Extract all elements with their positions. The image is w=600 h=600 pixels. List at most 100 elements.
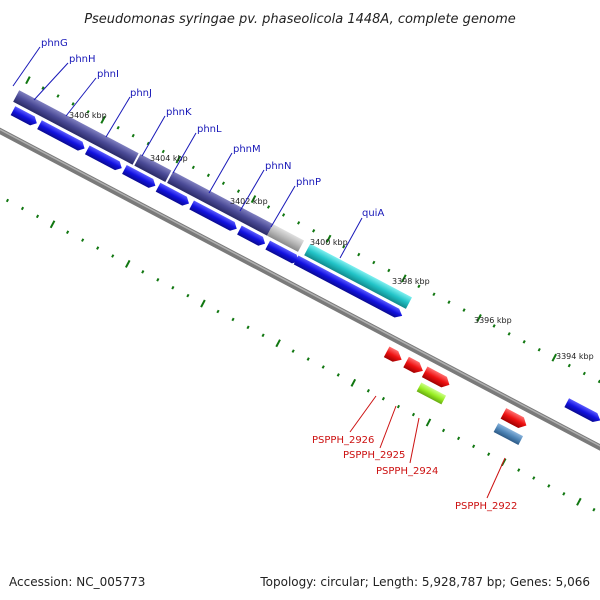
cds-arrow-9 bbox=[293, 255, 403, 318]
tick-mark bbox=[5, 198, 10, 203]
tick-mark bbox=[81, 238, 85, 242]
ruler-label-1: 3406 kbp bbox=[69, 111, 107, 120]
tick-mark bbox=[35, 214, 40, 219]
tick-mark bbox=[381, 396, 385, 401]
tick-mark bbox=[266, 205, 271, 209]
cds-arrow-4 bbox=[122, 165, 156, 188]
tick-mark bbox=[297, 221, 301, 225]
tick-mark bbox=[325, 234, 332, 243]
cds-arrow-1 bbox=[10, 106, 37, 126]
tick-mark bbox=[306, 357, 310, 361]
steel-feature bbox=[493, 423, 524, 446]
backbone-layer bbox=[0, 123, 600, 456]
phn-operon-band-3 bbox=[167, 171, 274, 236]
tick-mark bbox=[146, 141, 150, 146]
tick-mark bbox=[156, 277, 160, 282]
leader-phnG bbox=[12, 46, 41, 87]
ruler-labels: 3406 kbp 3404 kbp 3402 kbp 3400 kbp 3398… bbox=[69, 111, 594, 361]
tick-mark bbox=[532, 476, 536, 480]
gene-label-phnM: phnM bbox=[233, 144, 261, 155]
tick-mark bbox=[86, 110, 90, 114]
tick-mark bbox=[447, 300, 451, 304]
tick-mark bbox=[231, 317, 235, 322]
leader-phnH bbox=[33, 62, 69, 101]
gene-label-phnK: phnK bbox=[166, 107, 192, 118]
tick-mark bbox=[396, 404, 401, 409]
tick-mark bbox=[522, 340, 526, 344]
gene-label-quiA: quiA bbox=[362, 208, 384, 219]
tick-mark bbox=[25, 76, 31, 85]
tick-mark bbox=[387, 268, 391, 273]
tick-mark bbox=[582, 371, 586, 376]
tick-mark bbox=[131, 133, 135, 138]
tick-mark bbox=[291, 349, 295, 353]
tick-mark bbox=[411, 412, 416, 417]
ruler-label-6: 3396 kbp bbox=[474, 316, 512, 325]
cds-arrow-5 bbox=[155, 182, 189, 206]
gene-label-PSPPH_2924: PSPPH_2924 bbox=[376, 466, 438, 477]
tick-mark bbox=[49, 220, 56, 229]
gene-labels-blue: phnG phnH phnI phnJ phnK phnL phnM phnN … bbox=[12, 38, 384, 259]
leader-quiA bbox=[339, 217, 363, 259]
tick-mark bbox=[206, 173, 210, 178]
leader-phnK bbox=[141, 115, 166, 157]
tick-mark bbox=[425, 418, 432, 427]
accession-text: Accession: NC_005773 bbox=[9, 575, 145, 589]
tick-mark bbox=[547, 484, 551, 488]
tick-mark bbox=[597, 379, 600, 384]
lime-feature-PSPPH_2924 bbox=[416, 382, 447, 405]
cds-arrow-6 bbox=[189, 200, 237, 231]
leader-PSPPH_2925 bbox=[379, 405, 397, 449]
red-feature-PSPPH_2925 bbox=[403, 356, 423, 373]
tick-mark bbox=[321, 365, 325, 369]
tick-mark bbox=[537, 347, 541, 352]
tick-mark bbox=[432, 292, 436, 297]
tick-mark bbox=[275, 339, 281, 348]
feature-layer bbox=[10, 90, 600, 446]
red-feature-a bbox=[421, 366, 450, 388]
tick-mark bbox=[100, 115, 106, 124]
tick-mark bbox=[111, 254, 115, 258]
leader-PSPPH_2924 bbox=[409, 417, 420, 464]
gene-label-phnH: phnH bbox=[69, 54, 96, 65]
tick-mark bbox=[462, 308, 466, 312]
leader-phnP bbox=[270, 185, 296, 228]
tick-mark bbox=[312, 229, 316, 233]
tick-mark bbox=[261, 333, 265, 338]
tick-mark bbox=[41, 86, 45, 90]
tick-mark bbox=[56, 94, 60, 98]
tick-mark bbox=[517, 468, 521, 472]
gene-label-phnP: phnP bbox=[296, 177, 321, 188]
tick-mark bbox=[96, 246, 100, 250]
tick-mark bbox=[417, 284, 421, 289]
leader-phnL bbox=[172, 132, 197, 174]
gene-label-phnL: phnL bbox=[197, 124, 222, 135]
tick-mark bbox=[171, 285, 175, 290]
gene-label-phnJ: phnJ bbox=[130, 88, 152, 99]
tick-mark bbox=[476, 314, 482, 323]
phn-operon-band-1 bbox=[13, 90, 139, 165]
tick-mark bbox=[250, 195, 257, 204]
summary-text: Topology: circular; Length: 5,928,787 bp… bbox=[259, 575, 590, 589]
tick-mark bbox=[492, 324, 496, 328]
leader-PSPPH_2922 bbox=[486, 457, 506, 499]
gene-label-phnI: phnI bbox=[97, 69, 119, 80]
tick-mark bbox=[592, 507, 596, 512]
tick-mark bbox=[357, 252, 361, 257]
backbone bbox=[0, 123, 600, 456]
tick-mark bbox=[567, 363, 571, 368]
phn-operon-band-2 bbox=[134, 154, 172, 182]
tick-mark bbox=[221, 181, 226, 186]
red-feature-PSPPH_2922 bbox=[500, 408, 527, 429]
tick-mark bbox=[246, 325, 250, 330]
tick-mark bbox=[281, 213, 286, 217]
leader-PSPPH_2926 bbox=[349, 395, 377, 433]
backbone-highlight bbox=[0, 124, 600, 453]
gene-labels-red: PSPPH_2926 PSPPH_2925 PSPPH_2924 PSPPH_2… bbox=[312, 395, 517, 512]
tick-mark bbox=[20, 206, 25, 211]
tick-mark bbox=[342, 244, 346, 249]
ruler-label-3: 3402 kbp bbox=[230, 197, 268, 206]
tick-mark bbox=[472, 444, 476, 449]
tick-mark bbox=[161, 149, 165, 154]
gene-label-PSPPH_2925: PSPPH_2925 bbox=[343, 450, 405, 461]
